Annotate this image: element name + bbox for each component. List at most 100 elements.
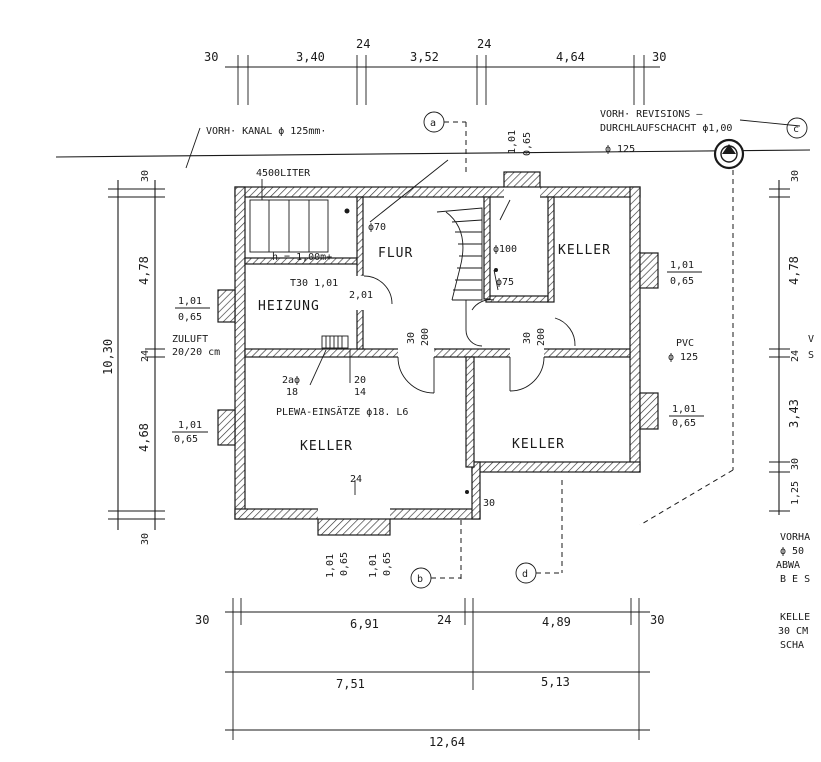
svg-text:30 CM: 30 CM bbox=[778, 626, 808, 637]
door-dim-2b: 200 bbox=[536, 328, 547, 346]
dim-top-6: 4,64 bbox=[556, 50, 585, 64]
walls bbox=[234, 186, 641, 520]
dim-left-478: 4,78 bbox=[137, 256, 151, 285]
svg-text:b: b bbox=[417, 574, 423, 585]
note-24: 24 bbox=[350, 474, 362, 485]
note-30: 30 bbox=[483, 498, 495, 509]
dim-bottom-489: 4,89 bbox=[542, 615, 571, 629]
note-pvc: PVC bbox=[676, 338, 694, 349]
win-e1: 1,01 bbox=[670, 260, 694, 271]
dim-top-2: 3,40 bbox=[296, 50, 325, 64]
win-e1b: 0,65 bbox=[670, 276, 694, 287]
svg-text:30: 30 bbox=[790, 170, 801, 182]
top-dimension-chain: 30 3,40 24 3,52 24 4,64 30 bbox=[204, 37, 666, 105]
dim-top-5: 24 bbox=[477, 37, 491, 51]
stair bbox=[436, 207, 483, 347]
light-wells bbox=[217, 171, 659, 536]
dim-bottom-691: 6,91 bbox=[350, 617, 379, 631]
door-dim-1: 30 bbox=[406, 332, 417, 344]
svg-text:30: 30 bbox=[650, 613, 664, 627]
win-w1: 1,01 bbox=[178, 296, 202, 307]
note-revision-2: DURCHLAUFSCHACHT ϕ1,00 bbox=[600, 123, 732, 134]
note-phi75: ϕ75 bbox=[496, 277, 514, 288]
marker-c bbox=[786, 117, 808, 139]
win-e2: 1,01 bbox=[672, 404, 696, 415]
svg-text:1,25: 1,25 bbox=[790, 481, 801, 505]
note-revision-3: ϕ 125 bbox=[605, 144, 635, 155]
svg-text:c: c bbox=[793, 124, 799, 135]
svg-text:ABWA: ABWA bbox=[776, 560, 800, 571]
dim-bottom-751: 7,51 bbox=[336, 677, 365, 691]
dim-top-1: 30 bbox=[204, 50, 218, 64]
svg-text:30: 30 bbox=[140, 170, 151, 182]
note-t30: T30 1,01 bbox=[290, 278, 338, 289]
win-s1b: 0,65 bbox=[339, 552, 350, 576]
note-2aphi: 2aϕ bbox=[282, 375, 300, 386]
win-w2: 1,01 bbox=[178, 420, 202, 431]
axis-markers: a c b d bbox=[410, 111, 808, 589]
note-tank-height: h = 1,00m+ bbox=[272, 252, 332, 263]
room-keller-sw: KELLER bbox=[300, 439, 353, 454]
svg-text:30: 30 bbox=[195, 613, 209, 627]
note-14: 14 bbox=[354, 387, 366, 398]
svg-text:B E S: B E S bbox=[780, 574, 810, 585]
win-s2b: 0,65 bbox=[382, 552, 393, 576]
note-t30-2: 2,01 bbox=[349, 290, 373, 301]
door-openings bbox=[318, 186, 576, 520]
svg-text:ϕ 50: ϕ 50 bbox=[780, 546, 804, 557]
right-dimension-chain: 30 4,78 24 3,43 30 1,25 V S bbox=[769, 170, 814, 515]
room-keller-se: KELLER bbox=[512, 437, 565, 452]
note-plewa: PLEWA-EINSÄTZE ϕ18. L6 bbox=[276, 405, 408, 418]
dim-right-343: 3,43 bbox=[787, 399, 801, 428]
svg-text:24: 24 bbox=[140, 350, 151, 362]
dim-bottom-total: 12,64 bbox=[429, 735, 465, 749]
door-dim-2: 30 bbox=[522, 332, 533, 344]
win-e2b: 0,65 bbox=[672, 418, 696, 429]
svg-text:a: a bbox=[430, 118, 436, 129]
dim-left-468: 4,68 bbox=[137, 423, 151, 452]
pipe-leaders bbox=[309, 159, 511, 495]
note-revision-1: VORH· REVISIONS – bbox=[600, 109, 703, 120]
dim-top-3: 24 bbox=[356, 37, 370, 51]
svg-text:SCHA: SCHA bbox=[780, 640, 804, 651]
room-heizung: HEIZUNG bbox=[258, 299, 320, 314]
svg-text:KELLE: KELLE bbox=[780, 612, 810, 623]
svg-text:30: 30 bbox=[790, 458, 801, 470]
note-20: 20 bbox=[354, 375, 366, 386]
sewer-line: VORH· KANAL ϕ 125mm· VORH· REVISIONS – D… bbox=[55, 109, 811, 526]
svg-text:30: 30 bbox=[140, 533, 151, 545]
dim-bottom-513: 5,13 bbox=[541, 675, 570, 689]
dim-right-478: 4,78 bbox=[787, 256, 801, 285]
note-zuluft: ZULUFT bbox=[172, 334, 208, 345]
note-kanal: VORH· KANAL ϕ 125mm· bbox=[206, 126, 326, 137]
oil-tank: 4500LITER h = 1,00m+ bbox=[249, 168, 350, 263]
svg-text:S: S bbox=[808, 350, 814, 361]
note-phi70: ϕ70 bbox=[368, 222, 386, 233]
boiler bbox=[321, 335, 349, 349]
note-phi100: ϕ100 bbox=[493, 244, 517, 255]
dim-top-7: 30 bbox=[652, 50, 666, 64]
door-dim-1b: 200 bbox=[420, 328, 431, 346]
note-tank: 4500LITER bbox=[256, 168, 311, 179]
bottom-dimension-chains: 30 6,91 24 4,89 30 7,51 5,13 12,64 bbox=[195, 598, 664, 749]
dim-top-4: 3,52 bbox=[410, 50, 439, 64]
svg-text:24: 24 bbox=[790, 350, 801, 362]
left-dimension-chain: 30 4,78 24 4,68 30 10,30 bbox=[101, 170, 165, 545]
note-zuluft-size: 20/20 cm bbox=[172, 347, 220, 358]
win-n: 1,01 bbox=[507, 130, 518, 154]
svg-text:V: V bbox=[808, 334, 814, 345]
note-18: 18 bbox=[286, 387, 298, 398]
svg-text:24: 24 bbox=[437, 613, 451, 627]
room-flur: FLUR bbox=[378, 246, 413, 261]
win-w1b: 0,65 bbox=[178, 312, 202, 323]
win-s2: 1,01 bbox=[368, 554, 379, 578]
dim-left-total: 10,30 bbox=[101, 339, 115, 375]
svg-text:d: d bbox=[522, 569, 528, 580]
room-keller-ne: KELLER bbox=[558, 243, 611, 258]
win-nb: 0,65 bbox=[522, 132, 533, 156]
svg-text:VORHA: VORHA bbox=[780, 532, 810, 543]
win-w2b: 0,65 bbox=[174, 434, 198, 445]
note-pvc-size: ϕ 125 bbox=[668, 352, 698, 363]
right-notes: VORHA ϕ 50 ABWA B E S KELLE 30 CM SCHA bbox=[776, 532, 810, 651]
